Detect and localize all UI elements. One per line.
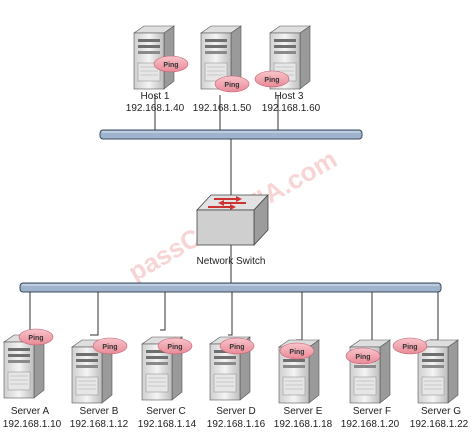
svg-text:Ping: Ping [167,344,182,351]
server-f[interactable]: Server F 192.168.1.20 [341,339,400,430]
host-name: Host 1 [141,91,170,102]
host-3[interactable]: 192.168.1.60 [262,25,321,114]
host-name: Host 2 [208,91,237,102]
server-name: Server E [284,406,323,417]
svg-text:Ping: Ping [163,62,178,69]
host-ip: 192.168.1.50 [193,103,252,114]
host-2[interactable]: 192.168.1.50 [193,25,252,114]
svg-text:Ping: Ping [28,335,43,342]
svg-text:Ping: Ping [289,349,304,356]
server-name: Server F [353,406,391,417]
svg-text:Ping: Ping [264,77,279,84]
host-name: Host 3 [275,91,304,102]
ping-bubble: Ping [18,328,54,346]
svg-text:Ping: Ping [402,344,417,351]
server-ip: 192.168.1.14 [138,419,197,430]
server-ip: 192.168.1.12 [70,419,129,430]
server-ip: 192.168.1.18 [274,419,333,430]
network-switch[interactable]: Network Switch [196,193,269,267]
ping-bubble: Ping [392,337,428,355]
svg-text:Ping: Ping [224,82,239,89]
server-c[interactable]: Server C 192.168.1.14 [138,336,197,430]
ping-bubble: Ping [219,337,255,355]
ping-bubble: Ping [157,337,193,355]
server-name: Server D [216,406,255,417]
top-bus [99,129,363,140]
server-name: Server G [421,406,461,417]
ping-bubble: Ping [279,342,315,360]
ping-bubble: Ping [92,337,128,355]
server-name: Server A [11,406,50,417]
ping-bubble: Ping [254,70,290,88]
server-ip: 192.168.1.20 [341,419,400,430]
ping-bubble: Ping [153,55,189,73]
svg-text:Ping: Ping [102,344,117,351]
host-ip: 192.168.1.60 [262,103,321,114]
switch-label: Network Switch [197,256,266,267]
server-ip: 192.168.1.16 [207,419,266,430]
host-ip: 192.168.1.40 [126,103,185,114]
server-a[interactable]: Server A 192.168.1.10 [3,334,62,430]
host-links [154,95,279,130]
svg-text:Ping: Ping [355,354,370,361]
server-d[interactable]: Server D 192.168.1.16 [207,336,266,430]
server-b[interactable]: Server B 192.168.1.12 [70,339,129,430]
server-e[interactable]: Server E 192.168.1.18 [274,339,333,430]
server-name: Server C [146,406,185,417]
ping-bubble: Ping [345,347,381,365]
host-1[interactable]: Host 1 192.168.1.40 [126,25,185,114]
switch-arrows-icon [208,196,246,210]
server-g[interactable]: Server G 192.168.1.22 [410,339,469,430]
server-name: Server B [80,406,119,417]
ping-bubble: Ping [214,75,250,93]
bottom-bus [19,282,442,293]
svg-text:Ping: Ping [229,344,244,351]
server-ip: 192.168.1.22 [410,419,469,430]
server-ip: 192.168.1.10 [3,419,62,430]
